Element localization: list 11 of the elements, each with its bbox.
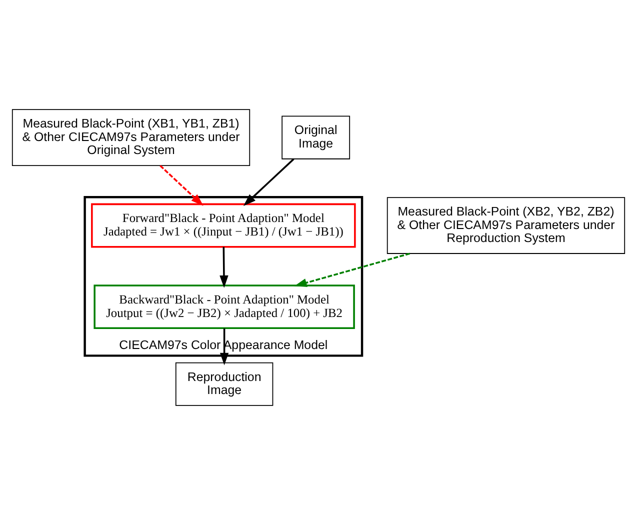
node-box: Reproduction Image xyxy=(175,362,274,406)
node-box: Measured Black-Point (XB2, YB2, ZB2) & Other CIECAM97s Parameters under Reproduction System xyxy=(386,196,626,254)
arrow xyxy=(220,328,229,365)
arrow xyxy=(243,158,294,206)
node-box: Forward"Black - Point Adaption" Model Jadapted = Jw1 × ((Jinput − JB1) / (Jw1 − JB1)) xyxy=(91,202,356,248)
arrow xyxy=(160,164,204,206)
arrow xyxy=(220,246,228,288)
arrow xyxy=(294,252,410,286)
node-box: Backward"Black - Point Adaption" Model Joutput = ((Jw2 − JB2) × Jadapted / 100) + JB2 xyxy=(94,284,355,329)
node-box: Original Image xyxy=(282,115,350,159)
node-box: Measured Black-Point (XB1, YB1, ZB1) & Other CIECAM97s Parameters under Original System xyxy=(12,108,250,166)
